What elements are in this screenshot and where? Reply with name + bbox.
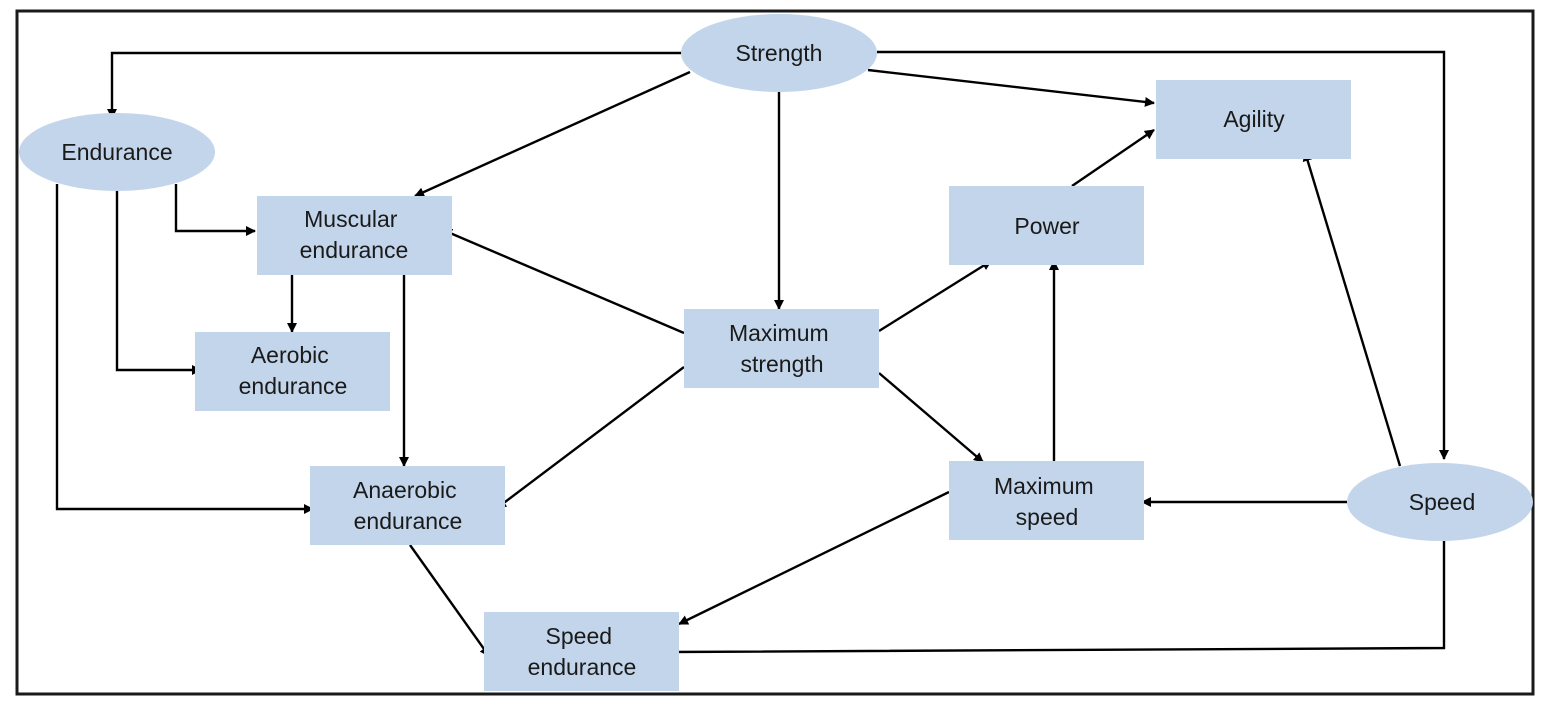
node-maximum-speed: Maximum speed <box>949 461 1144 540</box>
edge-strength-to-speed <box>877 50 1449 460</box>
node-maximum-speed-label: Maximum speed <box>994 473 1100 530</box>
edges-layer <box>55 50 1449 657</box>
edge-maximum-strength-to-muscular-endurance <box>442 228 685 335</box>
node-aerobic-endurance-label: Aerobic endurance <box>239 342 348 399</box>
edge-power-to-agility <box>1071 129 1155 187</box>
edge-strength-to-agility <box>867 68 1155 107</box>
node-endurance-label: Endurance <box>61 139 172 165</box>
edge-maximum-strength-to-maximum-speed <box>878 372 984 463</box>
node-maximum-strength: Maximum strength <box>684 309 879 388</box>
diagram-frame <box>15 9 1535 696</box>
edge-speed-to-agility <box>1302 151 1402 467</box>
edge-anaerobic-endurance-to-speed-endurance <box>409 544 490 657</box>
node-muscular-endurance-label: Muscular endurance <box>300 206 409 263</box>
node-strength-label: Strength <box>736 40 823 66</box>
edge-speed-to-speed-endurance <box>669 541 1446 657</box>
edge-endurance-to-muscular-endurance <box>174 184 256 236</box>
node-agility-label: Agility <box>1223 106 1285 132</box>
node-maximum-strength-label: Maximum strength <box>729 320 835 377</box>
edge-maximum-strength-to-anaerobic-endurance <box>496 366 685 509</box>
node-aerobic-endurance: Aerobic endurance <box>195 332 390 411</box>
node-power-label: Power <box>1014 213 1080 239</box>
node-speed: Speed <box>1347 463 1533 541</box>
node-muscular-endurance: Muscular endurance <box>257 196 452 275</box>
node-speed-endurance: Speed endurance <box>484 612 679 691</box>
edge-endurance-to-anaerobic-endurance <box>55 184 314 514</box>
edge-endurance-to-aerobic-endurance <box>115 191 202 375</box>
node-endurance: Endurance <box>19 113 215 191</box>
node-anaerobic-endurance: Anaerobic endurance <box>310 466 505 545</box>
node-strength: Strength <box>681 14 877 92</box>
node-anaerobic-endurance-label: Anaerobic endurance <box>353 477 463 534</box>
edge-strength-to-muscular-endurance <box>414 70 691 198</box>
edge-maximum-strength-to-power <box>878 259 992 333</box>
edge-maximum-speed-to-speed-endurance <box>678 490 950 626</box>
node-agility: Agility <box>1156 80 1351 159</box>
node-power: Power <box>949 186 1144 265</box>
edge-strength-to-endurance <box>107 51 682 119</box>
node-speed-label: Speed <box>1409 489 1476 515</box>
node-speed-endurance-label: Speed endurance <box>528 623 637 680</box>
